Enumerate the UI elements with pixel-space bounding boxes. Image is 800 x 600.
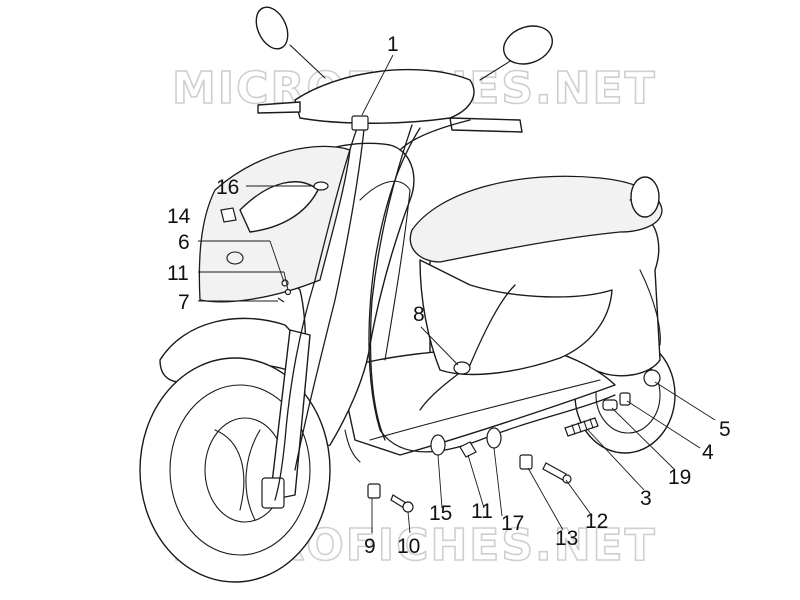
part-5-pin	[643, 369, 661, 387]
left-mirror	[255, 6, 289, 50]
part-7-washer	[277, 297, 285, 303]
callout-15: 15	[429, 502, 452, 525]
part-15-clip	[430, 434, 446, 456]
callout-11-lower: 11	[471, 500, 493, 523]
small-parts	[220, 115, 661, 513]
callout-9: 9	[364, 535, 376, 558]
scooter-drawing	[139, 6, 676, 583]
callout-7: 7	[178, 291, 190, 314]
callout-5: 5	[719, 418, 731, 441]
part-3-cable-spring	[564, 417, 599, 437]
part-13-bracket	[519, 454, 533, 470]
part-12-screw	[542, 462, 567, 481]
callout-10: 10	[397, 535, 420, 558]
part-11-clamp	[284, 288, 292, 296]
part-4-nut	[619, 392, 631, 406]
right-mirror	[503, 25, 553, 65]
seat	[409, 175, 663, 263]
part-19-adjuster	[602, 399, 618, 411]
callout-19: 19	[668, 466, 691, 489]
callout-6: 6	[178, 231, 190, 254]
callout-16: 16	[216, 176, 239, 199]
callout-8: 8	[413, 303, 425, 326]
callout-14: 14	[167, 205, 191, 228]
callout-1: 1	[387, 33, 399, 56]
callout-11-upper: 11	[167, 262, 189, 285]
part-11-lower-clamp	[459, 441, 477, 458]
leader-lines	[198, 54, 716, 534]
callout-12: 12	[585, 510, 608, 533]
part-9-bracket	[367, 483, 381, 499]
floorboard	[339, 344, 616, 456]
callouts: 1 16 14 6 11 7 8 5 4 19 3 12 13 17 11 15…	[167, 33, 731, 558]
callout-13: 13	[555, 527, 578, 550]
part-1-cable-joint	[351, 115, 369, 131]
part-16-clip	[313, 181, 329, 191]
callout-3: 3	[640, 487, 652, 510]
callout-17: 17	[501, 512, 524, 535]
part-14-clip	[220, 207, 237, 223]
part-17-clip	[486, 427, 502, 449]
callout-4: 4	[702, 441, 714, 464]
